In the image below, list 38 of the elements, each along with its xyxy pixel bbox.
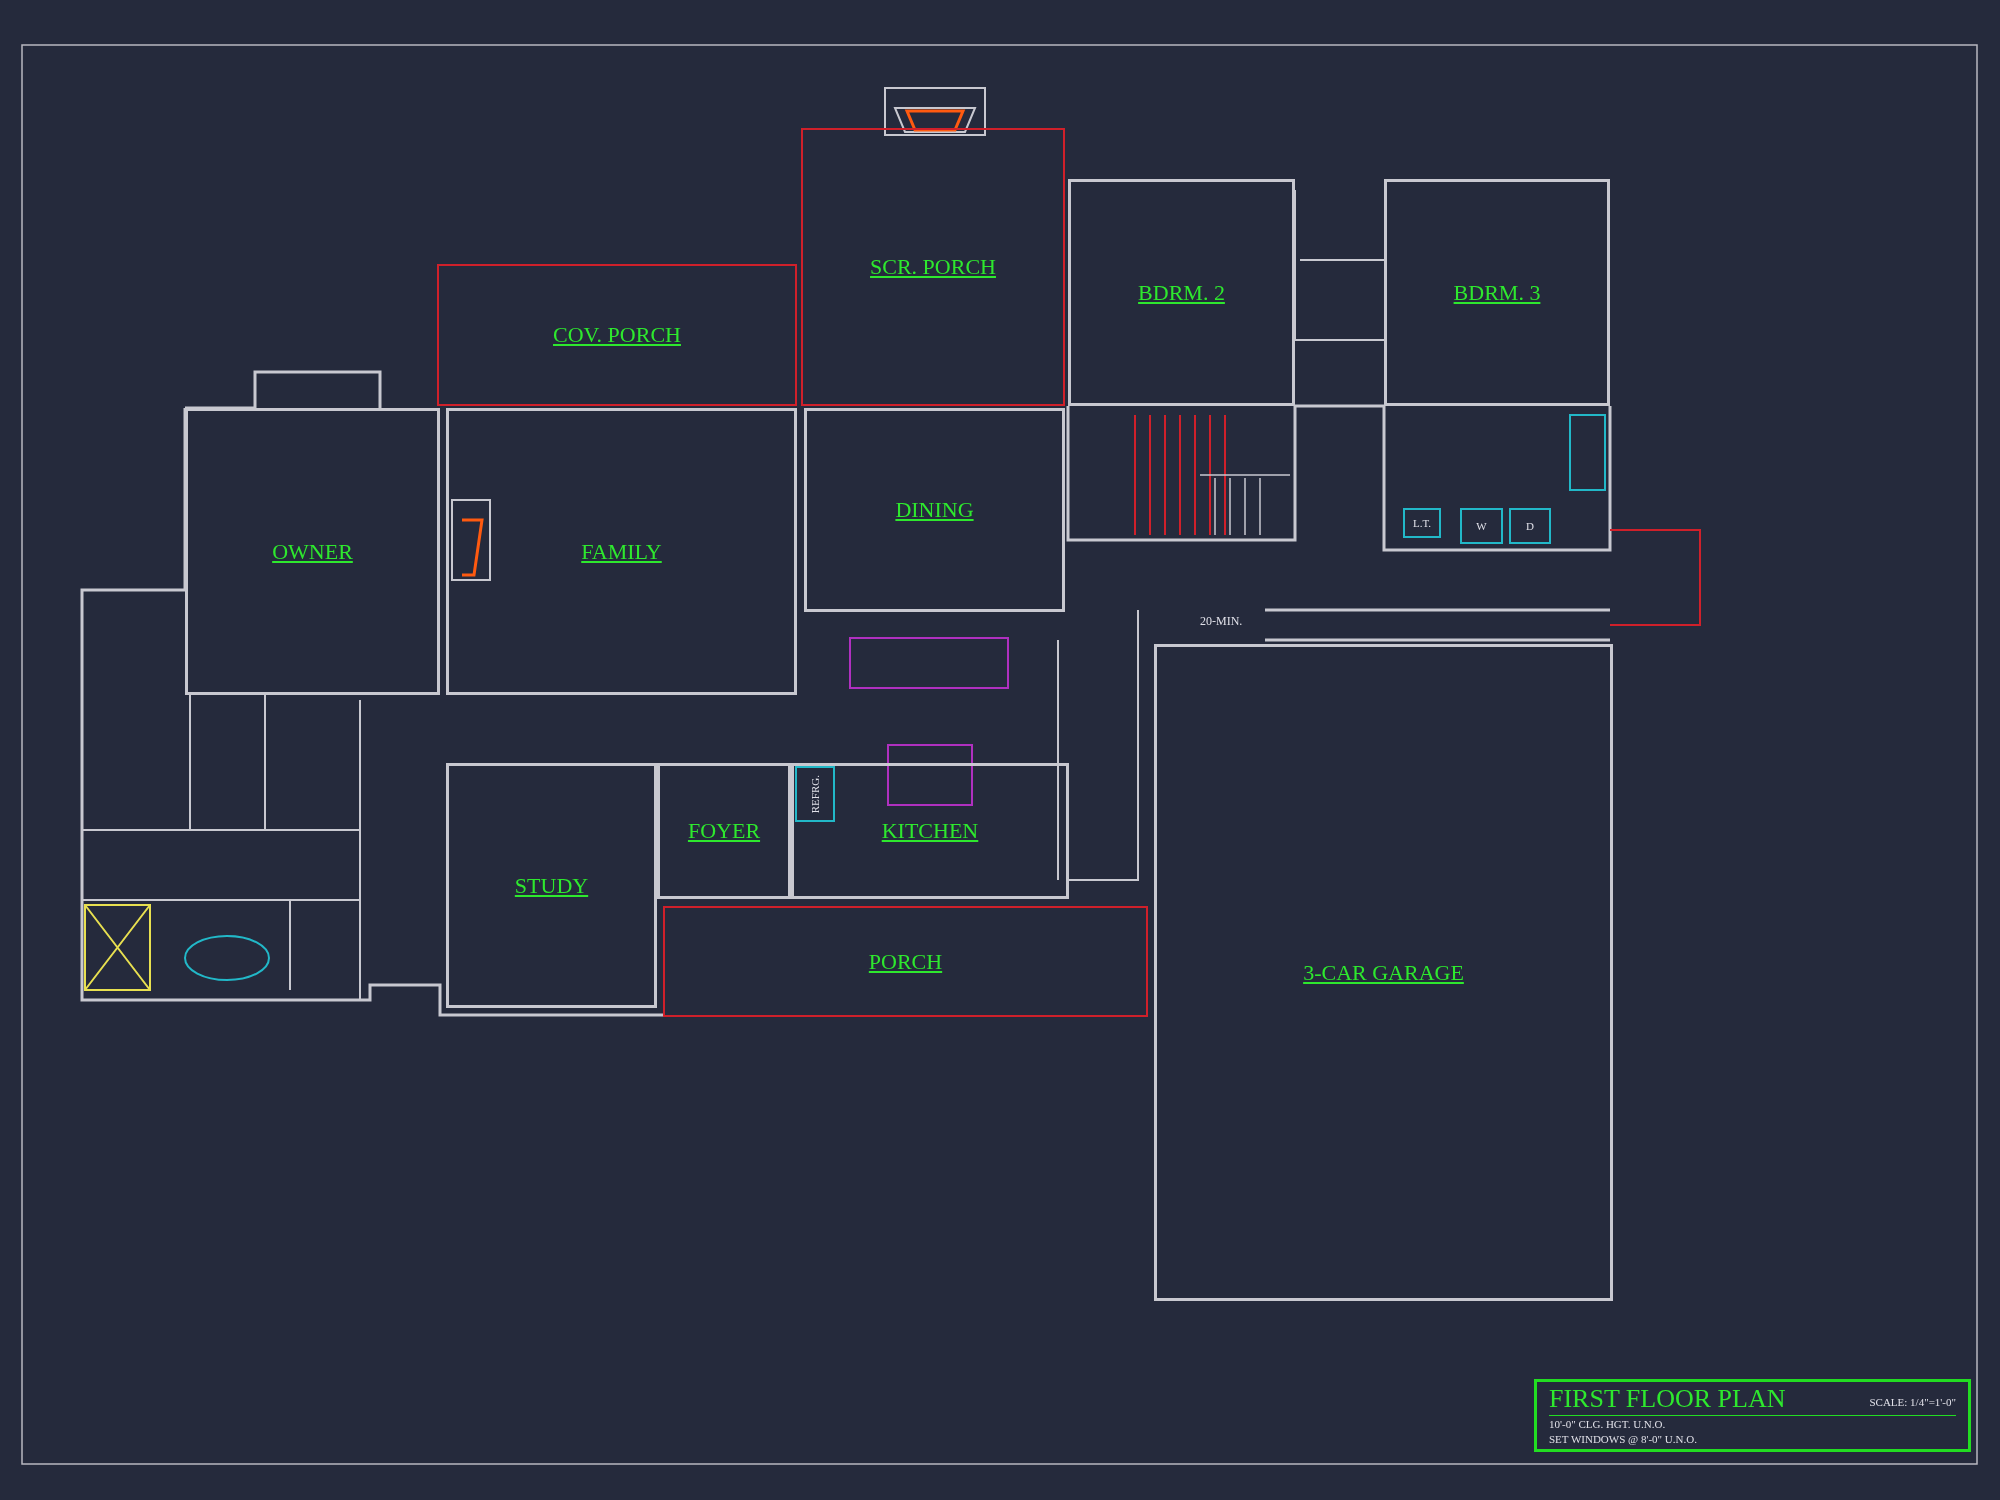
fixture-label: D	[1526, 520, 1534, 532]
room-label: COV. PORCH	[553, 322, 681, 348]
fixture-box	[1460, 508, 1503, 544]
fixture-box	[795, 766, 835, 822]
plan-title: FIRST FLOOR PLAN	[1549, 1384, 1786, 1414]
room-outline	[791, 763, 1069, 899]
fixture-label: L.T.	[1412, 517, 1432, 529]
room-label: DINING	[895, 497, 974, 523]
room-outline	[1384, 179, 1610, 406]
room-label: PORCH	[868, 948, 943, 975]
room-outline	[446, 763, 657, 1008]
general-note: 10'-0" CLG. HGT. U.N.O.	[1549, 1418, 1666, 1430]
room-outline	[657, 763, 791, 899]
room-outline	[804, 408, 1065, 612]
general-note: SET WINDOWS @ 8'-0" U.N.O.	[1549, 1433, 1697, 1445]
room-label: SCR. PORCH	[870, 254, 996, 280]
title-block	[1534, 1379, 1971, 1452]
room-outline	[185, 408, 440, 695]
porch-outline	[437, 264, 797, 406]
room-outline	[446, 408, 797, 695]
fixture-box	[1403, 508, 1441, 538]
fixture-label: W	[1476, 520, 1487, 532]
scale-note: SCALE: 1/4"=1'-0"	[1869, 1396, 1956, 1408]
room-label: FAMILY	[581, 538, 662, 565]
room-label: FOYER	[687, 818, 761, 844]
porch-outline	[801, 128, 1065, 406]
fixture-box	[1509, 508, 1551, 544]
room-label: KITCHEN	[881, 818, 979, 844]
room-label: BDRM. 3	[1453, 279, 1541, 306]
door-rating-note: 20-MIN.	[1200, 614, 1243, 629]
room-outline	[1154, 644, 1613, 1301]
room-label: 3-CAR GARAGE	[1303, 959, 1464, 986]
room-outline	[1068, 179, 1295, 406]
room-label: OWNER	[272, 538, 353, 565]
porch-outline	[663, 906, 1148, 1017]
room-label: STUDY	[514, 872, 589, 899]
room-label: BDRM. 2	[1138, 279, 1225, 306]
fixture-label: REFRG.	[809, 774, 821, 814]
